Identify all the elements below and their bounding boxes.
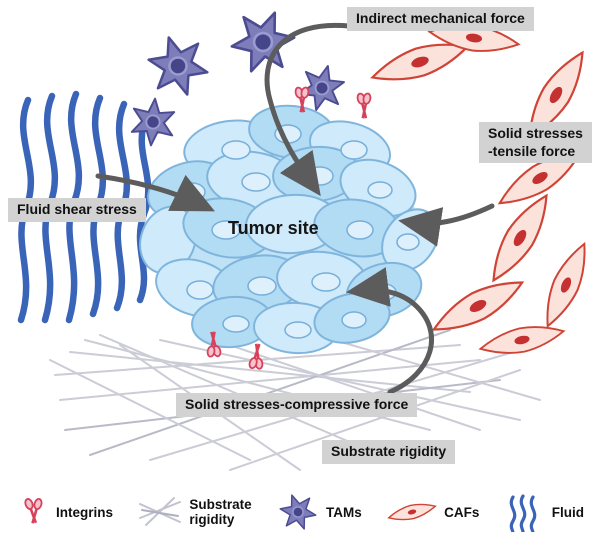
caf-cells-graphic [367,18,597,362]
legend-label-integrins: Integrins [56,504,114,520]
cafs-icon [387,503,437,521]
legend-label-substrate-rigidity: Substrate rigidity [189,497,252,527]
label-solid-stresses-tensile: Solid stresses -tensile force [479,122,592,163]
substrate-rigidity-icon [139,497,182,526]
legend-label-fluid: Fluid [551,504,584,520]
legend-item-integrins: Integrins [16,491,113,533]
label-indirect-mechanical-force: Indirect mechanical force [347,7,534,31]
fluid-icon [509,494,537,532]
legend-label-tams: TAMs [326,504,362,520]
label-fluid-shear-stress: Fluid shear stress [8,198,146,222]
label-solid-stresses-compressive: Solid stresses-compressive force [176,393,418,417]
legend-item-substrate-rigidity: Substrate rigidity [137,492,252,532]
legend-item-tams: TAMs [276,490,362,534]
tams-icon [279,494,317,530]
legend-label-cafs: CAFs [444,504,480,520]
integrins-icon [24,498,43,524]
legend-item-cafs: CAFs [386,494,479,530]
legend: Integrins Substrate rigidity TAMs [0,484,600,540]
label-tumor-site: Tumor site [228,218,319,238]
label-substrate-rigidity: Substrate rigidity [322,440,456,464]
tam-cells-graphic [121,9,351,154]
force-arrows [95,22,495,395]
legend-item-fluid: Fluid [504,492,584,532]
